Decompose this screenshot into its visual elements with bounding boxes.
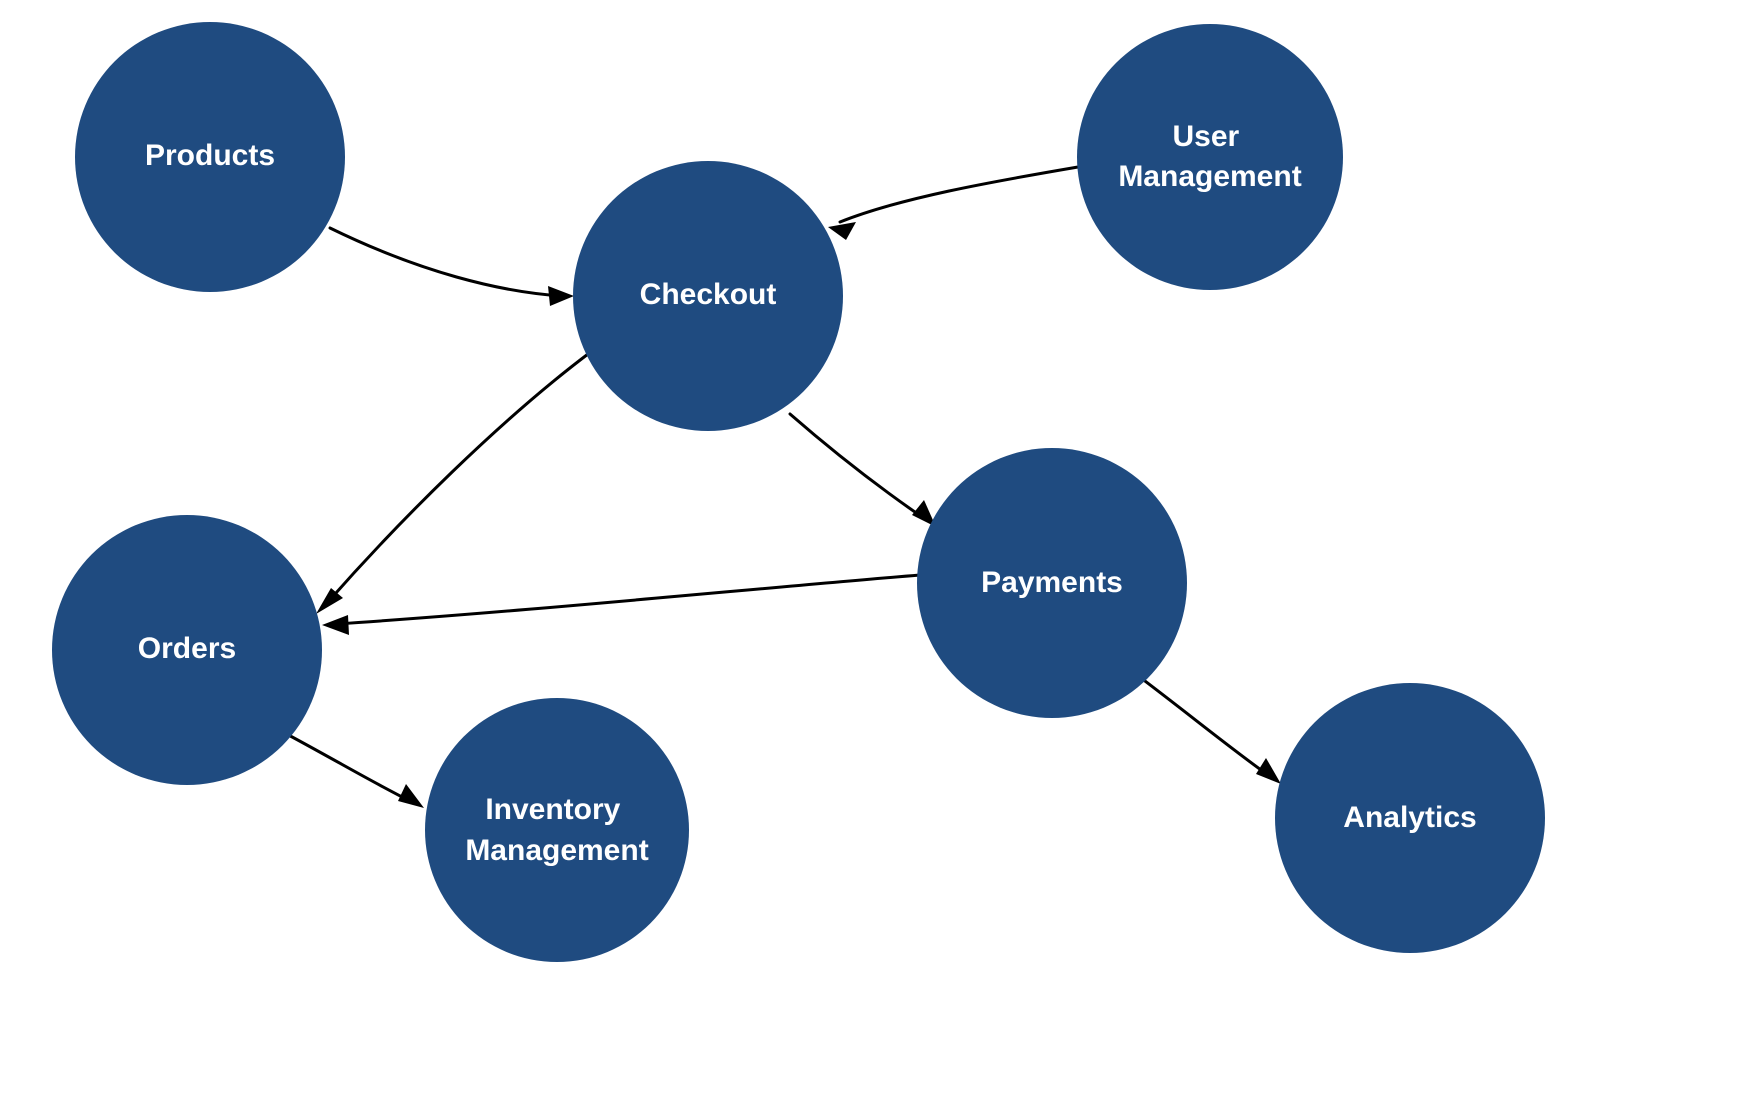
edge-line — [1135, 673, 1270, 777]
edge-orders-to-inventory-management[interactable] — [279, 729, 424, 808]
edge-checkout-to-orders[interactable] — [316, 349, 594, 614]
node-circle[interactable] — [1275, 683, 1545, 953]
arrow-head-icon — [316, 588, 343, 614]
edge-line — [838, 165, 1080, 224]
node-orders[interactable]: Orders — [52, 515, 322, 785]
node-payments[interactable]: Payments — [917, 448, 1187, 718]
edge-line — [325, 349, 594, 605]
node-circle[interactable] — [75, 22, 345, 292]
arrow-head-icon — [548, 286, 574, 306]
node-checkout[interactable]: Checkout — [573, 161, 843, 431]
node-products[interactable]: Products — [75, 22, 345, 292]
nodes-layer: Products User Management Checkout — [52, 22, 1545, 962]
edge-line — [788, 412, 927, 521]
node-circle[interactable] — [1077, 24, 1343, 290]
edge-payments-to-orders[interactable] — [322, 573, 922, 635]
arrow-head-icon — [322, 615, 349, 635]
arrow-head-icon — [1256, 758, 1281, 784]
arrow-head-icon — [828, 222, 856, 240]
arrow-head-icon — [398, 784, 424, 808]
edge-checkout-to-payments[interactable] — [788, 412, 936, 527]
edge-payments-to-analytics[interactable] — [1135, 673, 1281, 784]
node-inventory-management[interactable]: Inventory Management — [425, 698, 689, 962]
node-circle[interactable] — [52, 515, 322, 785]
edge-line — [328, 226, 564, 298]
edges-layer — [279, 165, 1281, 808]
node-user-management[interactable]: User Management — [1077, 24, 1343, 290]
edge-products-to-checkout[interactable] — [328, 226, 574, 306]
node-analytics[interactable]: Analytics — [1275, 683, 1545, 953]
node-circle[interactable] — [425, 698, 689, 962]
node-circle[interactable] — [917, 448, 1187, 718]
node-circle[interactable] — [573, 161, 843, 431]
arrow-head-icon — [912, 500, 936, 527]
edge-user-management-to-checkout[interactable] — [828, 165, 1080, 240]
edge-line — [334, 573, 922, 626]
edge-line — [279, 729, 412, 803]
